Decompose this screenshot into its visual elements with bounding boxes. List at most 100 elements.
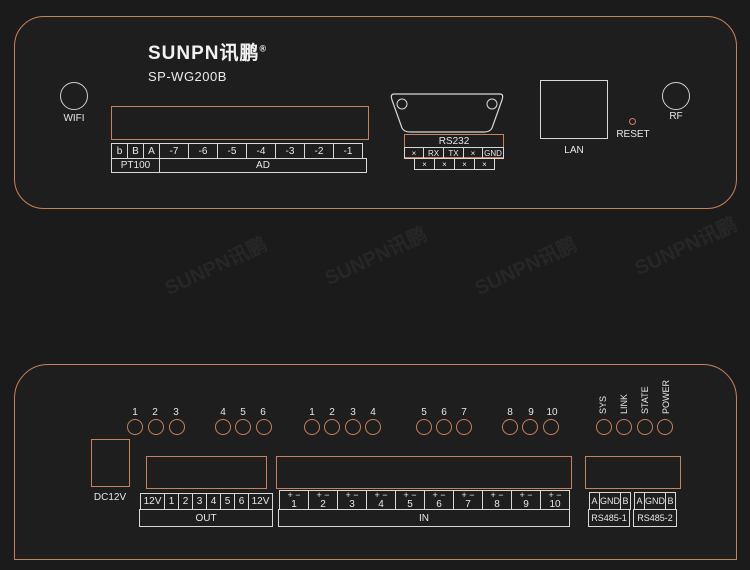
status-led-sys: [596, 419, 612, 435]
in-number: 7: [465, 499, 471, 510]
in-cell: + −8: [482, 490, 512, 510]
out-cell: 4: [206, 493, 221, 510]
in-number: 1: [291, 499, 297, 510]
in-polarity: + −: [548, 490, 562, 500]
led-label: 5: [240, 407, 246, 418]
lan-label: LAN: [564, 145, 584, 156]
in-cell: + −3: [337, 490, 367, 510]
terminal-cell: B: [127, 143, 144, 159]
status-led-label-power: POWER: [661, 379, 671, 414]
in-cell: + −7: [453, 490, 483, 510]
led-indicator: [148, 419, 164, 435]
led-label: 3: [173, 407, 179, 418]
ad-label: AD: [159, 158, 367, 173]
out-cell-row: 12V 1 2 3 4 5 6 12V: [140, 493, 273, 510]
led-indicator: [256, 419, 272, 435]
led-label: 5: [421, 407, 427, 418]
in-number: 2: [320, 499, 326, 510]
in-number: 5: [407, 499, 413, 510]
pt100-label: PT100: [111, 158, 160, 173]
lan-port[interactable]: [540, 80, 608, 139]
out-cell: 6: [234, 493, 249, 510]
rs485-1-cell: B: [620, 492, 631, 510]
terminal-cell: -6: [188, 143, 218, 159]
led-label: 3: [350, 407, 356, 418]
led-label: 4: [370, 407, 376, 418]
terminal-cell: -2: [304, 143, 334, 159]
in-polarity: + −: [345, 490, 359, 500]
terminal-cell: -3: [275, 143, 305, 159]
in-cell: + −4: [366, 490, 396, 510]
rs232-pin-row-bottom: × × × ×: [414, 158, 495, 170]
rs485-2-cell: B: [665, 492, 676, 510]
led-indicator: [522, 419, 538, 435]
out-cell: 12V: [140, 493, 165, 510]
in-number: 4: [378, 499, 384, 510]
led-label: 4: [220, 407, 226, 418]
status-led-label-link: LINK: [619, 393, 629, 414]
rs485-2-cell-row: A GND B: [634, 492, 676, 510]
status-led-power: [657, 419, 673, 435]
wifi-antenna-icon[interactable]: [60, 82, 88, 110]
led-indicator: [215, 419, 231, 435]
out-cell: 12V: [248, 493, 273, 510]
in-polarity: + −: [490, 490, 504, 500]
led-label: 2: [329, 407, 335, 418]
out-label: OUT: [139, 509, 273, 527]
in-polarity: + −: [432, 490, 446, 500]
in-polarity: + −: [374, 490, 388, 500]
terminal-group-row: PT100 AD: [111, 158, 367, 173]
rs232-pin: ×: [434, 158, 455, 170]
terminal-cell: b: [111, 143, 128, 159]
bottom-panel: [14, 364, 737, 560]
led-indicator: [456, 419, 472, 435]
terminal-block-rs485: [585, 456, 681, 489]
rs232-frame: [404, 134, 504, 158]
rs232-title: RS232: [438, 136, 470, 147]
in-polarity: + −: [403, 490, 417, 500]
out-cell: 3: [192, 493, 207, 510]
in-number: 8: [494, 499, 500, 510]
watermark: SUNPN讯鹏: [471, 233, 581, 300]
led-indicator: [169, 419, 185, 435]
watermark: SUNPN讯鹏: [161, 233, 271, 300]
watermark: SUNPN讯鹏: [321, 223, 431, 290]
rs485-1-cell: GND: [599, 492, 621, 510]
in-cell: + −9: [511, 490, 541, 510]
terminal-block-out: [146, 456, 267, 489]
led-label: 6: [441, 407, 447, 418]
led-label: 10: [546, 407, 558, 418]
led-indicator: [416, 419, 432, 435]
rs232-pin: ×: [454, 158, 475, 170]
in-polarity: + −: [461, 490, 475, 500]
rs485-2-cell: GND: [644, 492, 666, 510]
led-indicator: [127, 419, 143, 435]
in-polarity: + −: [519, 490, 533, 500]
led-indicator: [324, 419, 340, 435]
in-polarity: + −: [316, 490, 330, 500]
model-name: SP-WG200B: [148, 69, 227, 84]
watermark: SUNPN讯鹏: [631, 213, 741, 280]
rf-label: RF: [669, 111, 683, 122]
terminal-cell: -4: [246, 143, 276, 159]
in-cell: + −2: [308, 490, 338, 510]
terminal-cell: -1: [333, 143, 363, 159]
dc-label: DC12V: [93, 492, 127, 503]
out-cell: 5: [220, 493, 235, 510]
rs485-1-cell-row: A GND B: [589, 492, 631, 510]
led-indicator: [235, 419, 251, 435]
terminal-block-in: [276, 456, 572, 489]
rf-antenna-icon[interactable]: [662, 82, 690, 110]
brand-logo: SUNPN讯鹏®: [148, 38, 267, 65]
out-cell: 1: [164, 493, 179, 510]
in-polarity: + −: [287, 490, 301, 500]
reset-button[interactable]: [629, 118, 636, 125]
top-panel: [14, 16, 737, 209]
rs232-connector-icon[interactable]: [388, 90, 506, 134]
in-cell: + −5: [395, 490, 425, 510]
led-label: 1: [309, 407, 315, 418]
in-number: 10: [549, 499, 561, 510]
led-indicator: [345, 419, 361, 435]
status-led-label-sys: SYS: [598, 395, 608, 414]
dc-power-jack[interactable]: [91, 439, 130, 487]
